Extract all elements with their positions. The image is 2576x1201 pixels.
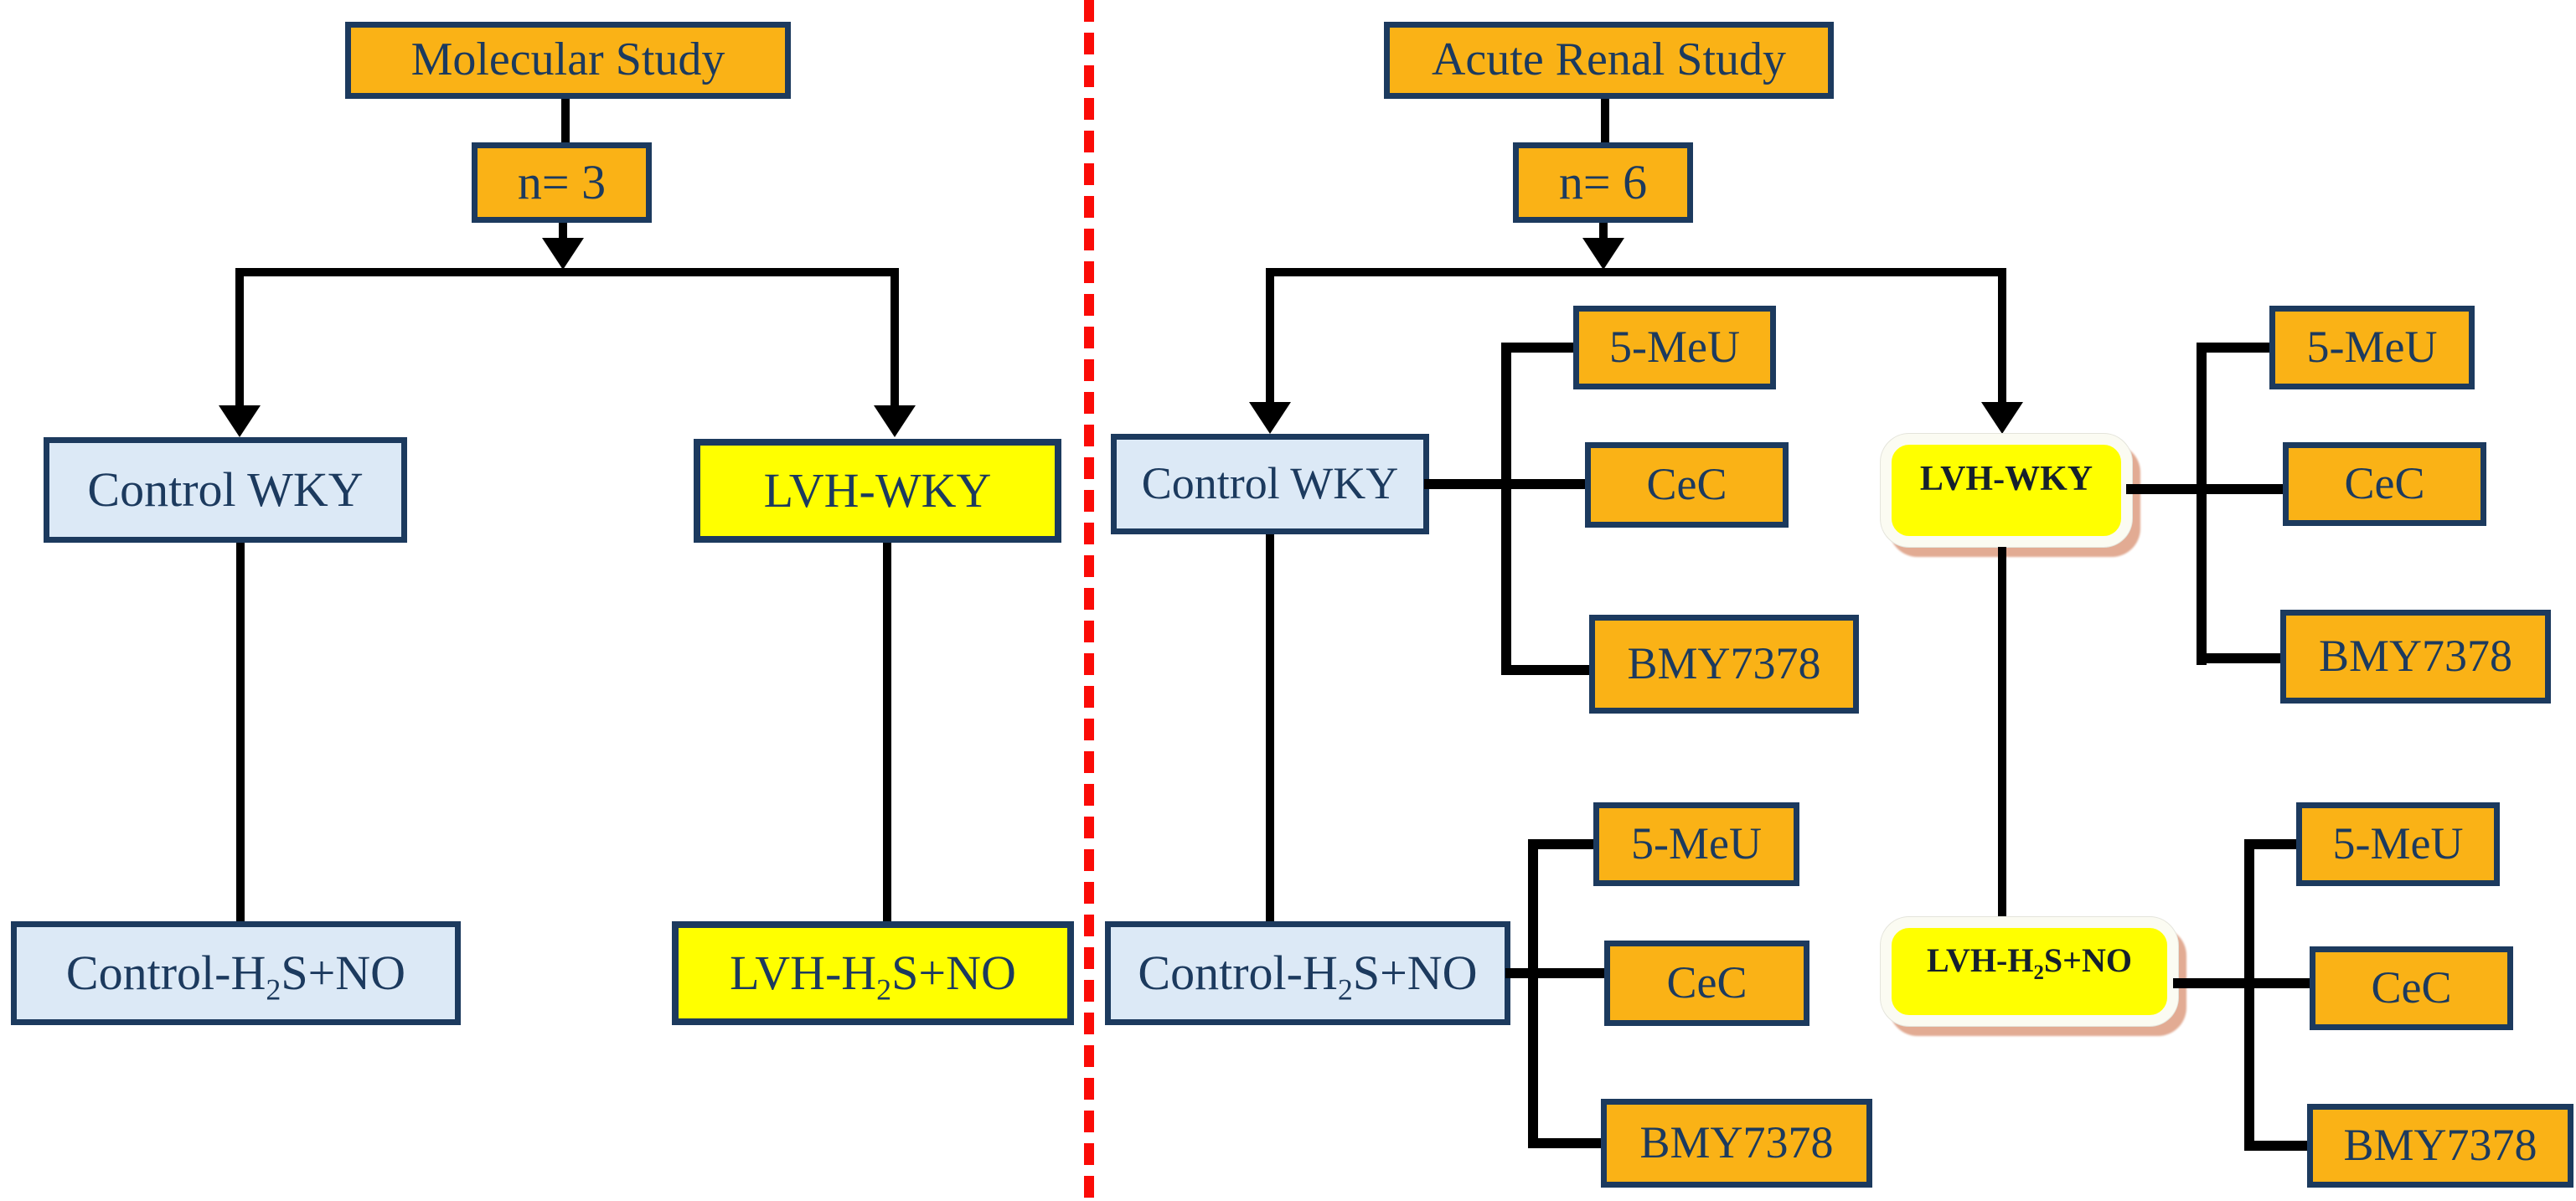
drug-5meu-g3: 5-MeU	[1593, 802, 1799, 886]
drug-bmy7378-g3: BMY7378	[1601, 1099, 1872, 1188]
node-label: BMY7378	[1639, 1117, 1834, 1168]
drug-bmy7378-g1: BMY7378	[1589, 615, 1859, 714]
connector-group3-bmy	[1538, 1138, 1601, 1148]
connector-group2-5meu	[2207, 343, 2269, 353]
connector-group1-cec	[1424, 479, 1585, 489]
node-label: CeC	[2371, 962, 2452, 1013]
drug-5meu-g1: 5-MeU	[1573, 306, 1776, 389]
connector-n6-stem	[1599, 223, 1608, 241]
node-label: 5-MeU	[1609, 322, 1740, 373]
node-lvh-h2s-no-right: LVH-H2S+NO	[1881, 917, 2178, 1026]
node-label: 5-MeU	[1631, 818, 1762, 869]
connector-group3-cec	[1505, 968, 1604, 978]
node-n3: n= 3	[472, 142, 652, 223]
node-label: Molecular Study	[410, 34, 725, 86]
node-label: n= 6	[1558, 155, 1648, 210]
connector-left-tbar-drop-lvh	[891, 268, 899, 409]
drug-bmy7378-g2: BMY7378	[2280, 610, 2551, 704]
panel-divider-dashed-line	[1084, 0, 1094, 1201]
arrow-down-control-wky-left-icon	[219, 405, 261, 437]
node-lvh-wky-right: LVH-WKY	[1881, 434, 2132, 547]
connector-lvh-right-drop	[1998, 547, 2006, 917]
node-label: n= 3	[517, 155, 607, 210]
arrow-down-n3-icon	[542, 238, 584, 270]
connector-control-right-drop	[1266, 534, 1274, 921]
node-label: LVH-WKY	[1919, 460, 2093, 499]
node-acute-renal-study: Acute Renal Study	[1384, 22, 1834, 99]
connector-group3-5meu	[1538, 839, 1593, 849]
node-label: LVH-H2S+NO	[1927, 941, 2132, 984]
node-n6: n= 6	[1513, 142, 1693, 223]
node-label: BMY7378	[2318, 631, 2513, 682]
node-label: Control-H2S+NO	[65, 946, 406, 1008]
node-label: 5-MeU	[2332, 818, 2464, 869]
connector-spine-group1	[1501, 343, 1511, 675]
connector-left-tbar	[235, 268, 899, 276]
node-label: CeC	[1666, 957, 1747, 1008]
node-control-wky-right: Control WKY	[1111, 434, 1429, 534]
node-label: Acute Renal Study	[1431, 34, 1787, 86]
connector-group1-bmy	[1511, 665, 1589, 675]
node-label: Control-H2S+NO	[1138, 946, 1478, 1008]
connector-group2-bmy	[2207, 653, 2280, 663]
connector-right-tbar-drop-control	[1266, 268, 1274, 404]
connector-acute-to-n6	[1601, 99, 1609, 142]
node-label: 5-MeU	[2306, 322, 2438, 373]
connector-right-tbar	[1266, 268, 2006, 276]
drug-cec-g1: CeC	[1585, 442, 1789, 528]
connector-group4-bmy	[2254, 1141, 2307, 1151]
node-label: CeC	[2344, 458, 2425, 509]
connector-control-left-drop	[236, 543, 245, 921]
arrow-down-lvh-wky-left-icon	[874, 405, 916, 437]
connector-left-tbar-drop-control	[235, 268, 244, 409]
connector-spine-group4	[2244, 839, 2254, 1151]
node-control-h2s-no-left: Control-H2S+NO	[11, 921, 461, 1025]
node-label: LVH-H2S+NO	[730, 946, 1016, 1008]
drug-cec-g3: CeC	[1604, 941, 1809, 1026]
node-control-wky-left: Control WKY	[44, 437, 407, 543]
node-lvh-wky-left: LVH-WKY	[694, 439, 1061, 543]
connector-lvh-left-drop	[883, 543, 891, 921]
arrow-down-n6-icon	[1582, 238, 1624, 270]
drug-5meu-g4: 5-MeU	[2296, 802, 2500, 886]
drug-5meu-g2: 5-MeU	[2269, 306, 2475, 389]
connector-molecular-to-n3	[561, 99, 570, 142]
node-lvh-h2s-no-left: LVH-H2S+NO	[672, 921, 1074, 1025]
connector-group4-cec	[2173, 978, 2310, 988]
connector-group1-5meu	[1511, 343, 1573, 353]
drug-cec-g4: CeC	[2310, 946, 2513, 1030]
node-label: Control WKY	[1141, 458, 1399, 509]
node-molecular-study: Molecular Study	[345, 22, 791, 99]
connector-spine-group3	[1528, 839, 1538, 1148]
connector-n3-stem	[559, 223, 567, 241]
drug-bmy7378-g4: BMY7378	[2307, 1104, 2573, 1188]
node-label: CeC	[1646, 459, 1727, 510]
connector-group4-5meu	[2254, 839, 2296, 849]
node-label: BMY7378	[1627, 638, 1821, 689]
connector-group2-cec	[2126, 484, 2283, 494]
node-label: BMY7378	[2343, 1120, 2537, 1171]
node-control-h2s-no-right: Control-H2S+NO	[1105, 921, 1510, 1025]
connector-right-tbar-drop-lvh	[1998, 268, 2006, 404]
node-label: Control WKY	[87, 462, 364, 518]
arrow-down-control-wky-right-icon	[1249, 402, 1291, 434]
arrow-down-lvh-wky-right-icon	[1981, 402, 2023, 434]
connector-spine-group2	[2197, 343, 2207, 665]
drug-cec-g2: CeC	[2283, 442, 2486, 526]
node-label: LVH-WKY	[763, 463, 992, 518]
